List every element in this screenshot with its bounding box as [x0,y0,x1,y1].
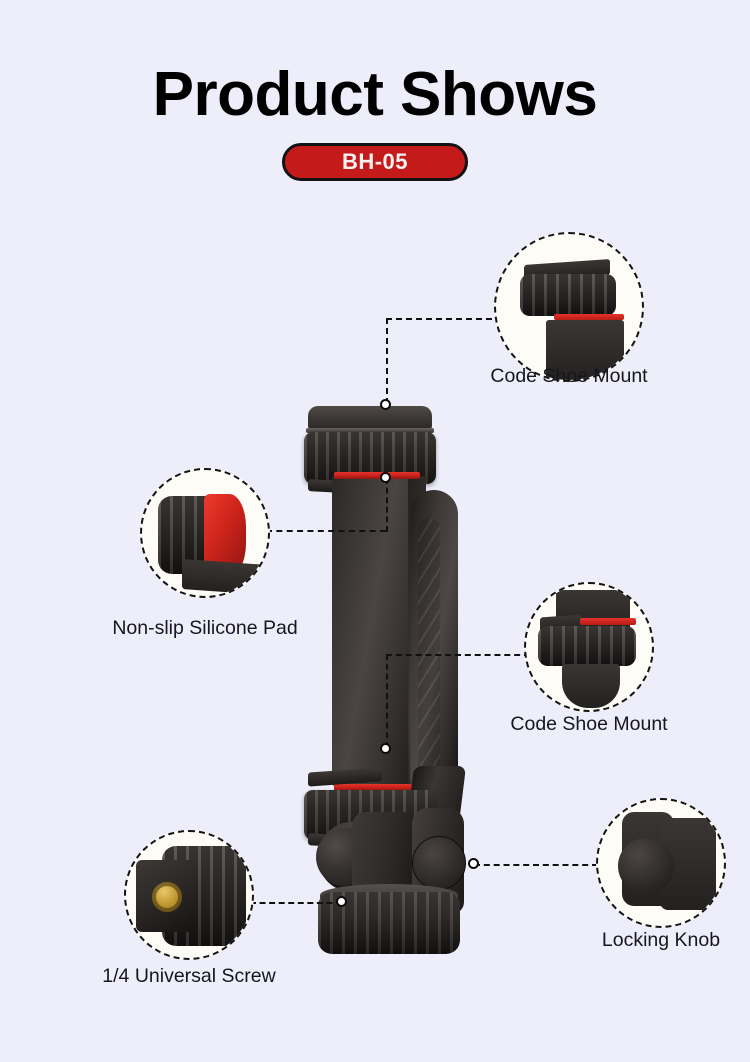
top-clamp-lip [306,428,434,433]
anchor-dot-code-shoe-mount-bottom [380,743,391,754]
callout-label-silicone-pad: Non-slip Silicone Pad [112,617,298,639]
leader-line-code-shoe-mount-top-vertical [386,318,388,404]
mini-shoe2-red-strip [580,618,636,625]
mini-shoe-red-strip [554,314,624,320]
callout-label-code-shoe-mount-bottom: Code Shoe Mount [510,713,668,735]
leader-line-universal-screw [250,902,342,904]
callout-circle-locking-knob [596,798,726,928]
leader-line-code-shoe-mount-bottom-horizontal [386,654,530,656]
callout-label-locking-knob: Locking Knob [601,929,721,951]
callout-label-code-shoe-mount-top: Code Shoe Mount [490,365,648,387]
mini-brass-thread [152,882,182,912]
side-arm [410,490,458,790]
locking-knob-disc [412,836,466,890]
callout-circle-code-shoe-mount-bottom [524,582,654,712]
callout-circle-silicone-pad [140,468,270,598]
page-title: Product Shows [152,60,598,129]
mini-shoe-body [546,320,624,380]
model-badge: BH-05 [282,143,468,181]
clamp-body [332,476,412,786]
mini-shoe2-foot [562,664,620,708]
leader-line-locking-knob [474,864,598,866]
anchor-dot-silicone-pad [380,472,391,483]
silicone-strip-top [334,472,420,479]
leader-line-code-shoe-mount-bottom-vertical [386,654,388,748]
callout-label-universal-screw: 1/4 Universal Screw [102,965,276,987]
mini-shoe2-knob [538,626,636,666]
callout-circle-code-shoe-mount-top [494,232,644,382]
top-clamp-cap [308,406,432,430]
mini-pad-base [182,558,268,596]
product-image [290,398,530,978]
mini-locking-knob-disc [618,838,674,894]
anchor-dot-universal-screw [336,896,347,907]
mini-shoe-knob [520,274,616,316]
leader-line-silicone-pad-vertical [386,478,388,532]
leader-line-silicone-pad-horizontal [266,530,386,532]
leader-line-code-shoe-mount-top-horizontal [386,318,512,320]
side-arm-texture [418,518,440,778]
silicone-strip-bottom [334,784,420,791]
anchor-dot-code-shoe-mount-top [380,399,391,410]
callout-circle-universal-screw [124,830,254,960]
anchor-dot-locking-knob [468,858,479,869]
